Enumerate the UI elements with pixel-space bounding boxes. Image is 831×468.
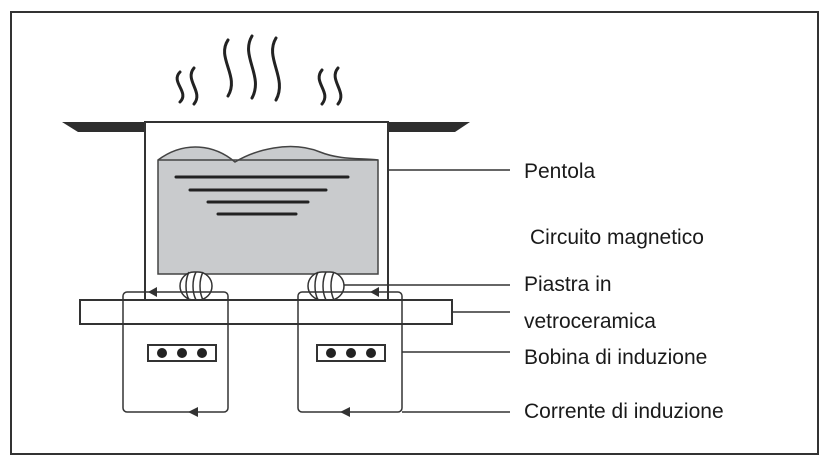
coil-right-icon: [307, 271, 345, 301]
label-induction-coil: Bobina di induzione: [524, 346, 707, 369]
diagram-border: [10, 11, 819, 455]
label-magnetic-circuit: Circuito magnetico: [530, 226, 704, 249]
ceramic-plate: [79, 299, 453, 325]
label-plate-line1: Piastra in: [524, 273, 612, 296]
steam-icon: [175, 34, 343, 106]
current-arrow-left: [188, 407, 198, 417]
label-induction-current: Corrente di induzione: [524, 400, 724, 423]
coil-left-icon: [179, 271, 213, 301]
leader-lines: [344, 169, 510, 413]
coil-winding-right-icon: [316, 344, 386, 362]
coil-winding-left-icon: [147, 344, 217, 362]
coil-housing-left: [122, 291, 229, 413]
current-arrow-right: [340, 407, 350, 417]
pot-liquid: [157, 145, 379, 275]
heat-lines: [174, 175, 350, 216]
label-pot: Pentola: [524, 160, 596, 183]
label-plate-line2: vetroceramica: [524, 310, 656, 333]
